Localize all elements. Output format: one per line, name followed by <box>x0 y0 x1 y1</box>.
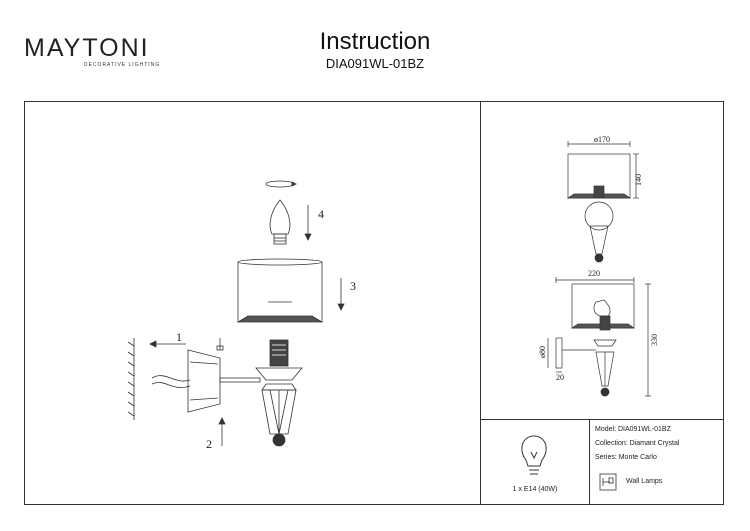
wall-lamp-icon <box>599 473 617 491</box>
info-model: Model: DIA091WL-01BZ <box>595 426 671 433</box>
arm <box>219 377 261 383</box>
mounting-plate <box>187 349 221 413</box>
step-1-label: 1 <box>176 330 182 344</box>
info-divider <box>589 419 590 505</box>
rotate-arrow <box>265 180 295 188</box>
dim-base-depth: 20 <box>556 373 564 382</box>
step-2-label: 2 <box>206 437 212 451</box>
wire-2 <box>151 382 191 388</box>
socket <box>269 339 289 367</box>
lamp-shade <box>236 258 324 323</box>
dim-base-diameter: ø80 <box>538 346 547 358</box>
model-code: DIA091WL-01BZ <box>325 56 425 71</box>
dim-shade-diameter: ø170 <box>594 135 610 144</box>
dim-shade-height: 140 <box>634 174 643 186</box>
wire <box>151 375 191 382</box>
info-type: Wall Lamps <box>626 478 663 485</box>
light-bulb-icon <box>521 435 547 475</box>
info-collection: Collection: Diamant Crystal <box>595 440 680 447</box>
wall-hatch <box>127 338 135 420</box>
step-4-label: 4 <box>318 207 324 221</box>
info-series: Series: Monte Carlo <box>595 454 657 461</box>
dim-width: 220 <box>588 269 600 278</box>
panel-divider-horizontal <box>480 419 724 420</box>
panel-divider-vertical <box>480 101 481 505</box>
bulb-spec: 1 x E14 (40W) <box>512 486 558 493</box>
bulb <box>269 199 291 245</box>
candle-cup <box>255 367 303 381</box>
dim-height: 330 <box>650 334 659 346</box>
brand-logo: MAYTONI <box>24 34 150 62</box>
brand-tagline: DECORATIVE LIGHTING <box>84 62 161 68</box>
page-title: Instruction <box>319 28 431 55</box>
step-3-label: 3 <box>350 279 356 293</box>
drawing-frame <box>24 101 724 505</box>
